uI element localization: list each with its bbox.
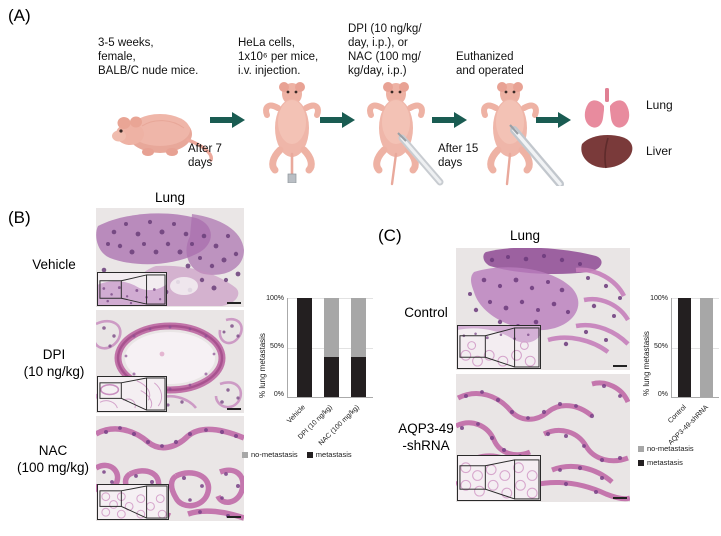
chart-b-bar-dpi [324,298,339,397]
chart-c-bar-control [678,298,691,397]
panel-b: (B) Lung Vehicle DPI (10 ng/kg) NAC (100… [0,190,380,536]
panel-b-column-header: Lung [154,190,186,205]
panel-b-inset-dpi [97,376,167,412]
flow-arrow-3 [432,111,468,129]
chart-b-ytick-100: 100% [266,295,284,302]
panel-c-micrograph-control [456,248,630,370]
scale-bar [227,408,241,410]
segment-metastasis [678,298,691,397]
panel-b-micrograph-vehicle [96,208,244,307]
panel-b-micrograph-dpi [96,310,244,413]
chart-b-bar-vehicle [297,298,312,397]
panel-a-step-caption-cells: HeLa cells, 1x10⁶ per mice, i.v. injecti… [238,37,319,77]
legend-label-no-metastasis: no-metastasis [251,450,298,459]
panel-c-row-label-shrna: AQP3-49 -shRNA [398,421,454,453]
legend-item-no-metastasis: no-metastasis [242,450,298,459]
chart-c: % lung metastasis 100% 50% 0% Control AQ… [630,286,721,486]
mouse-supine-dissection-illustration [476,78,566,188]
panel-b-row-label-dpi: DPI (10 ng/kg) [23,347,85,379]
chart-c-legend: no-metastasis metastasis [638,444,701,472]
legend-label-metastasis: metastasis [647,458,683,467]
panel-a-step-caption-endpoint: Euthanized and operated [456,51,524,77]
flow-arrow-2 [320,111,356,129]
panel-b-letter: (B) [8,208,31,227]
chart-b: % lung metastasis 100% 50% 0% [242,286,378,486]
panel-a-timepoint-2: After 15 days [438,143,479,169]
scale-bar [613,365,627,367]
legend-item-metastasis: metastasis [638,458,694,467]
panel-b-row-label-vehicle: Vehicle [32,257,76,272]
chart-c-ytick-50: 50% [653,343,668,350]
chart-c-bar-shrna [700,298,713,397]
segment-no-metastasis [700,298,713,397]
gridline-100 [672,298,719,299]
panel-c: (C) Lung Control AQP3-49 -shRNA [378,222,721,536]
panel-c-column-header: Lung [509,228,541,243]
panel-c-inset-control [457,325,541,369]
mouse-side-illustration [108,100,213,170]
chart-b-xtick-vehicle: Vehicle [286,404,307,425]
mouse-supine-ip-illustration [362,78,448,186]
panel-a-step-caption-animals: 3-5 weeks, female, BALB/C nude mice. [98,37,199,77]
chart-c-ytick-0: 0% [657,391,668,398]
chart-b-legend: no-metastasis metastasis [242,450,359,460]
scale-bar [227,302,241,304]
legend-label-no-metastasis: no-metastasis [647,444,694,453]
chart-c-xtick-shrna: AQP3-49-shRNA [667,404,710,447]
segment-metastasis [351,357,366,397]
panel-b-micrograph-nac [96,416,244,521]
panel-c-letter: (C) [378,226,402,245]
chart-c-ytick-100: 100% [650,295,668,302]
panel-a-letter: (A) [8,6,31,25]
chart-b-ytick-0: 0% [273,391,284,398]
gridline-50 [672,348,719,349]
mouse-supine-injection-illustration [258,78,326,184]
legend-swatch-metastasis [306,451,313,458]
chart-c-plot-area [671,298,719,398]
lung-organ-label: Lung [646,98,673,112]
chart-b-bar-nac [351,298,366,397]
segment-metastasis [324,357,339,397]
legend-label-metastasis: metastasis [315,450,352,459]
chart-b-plot-area [287,298,373,398]
chart-b-ytick-50: 50% [269,343,284,350]
panel-b-inset-nac [97,484,169,520]
panel-b-inset-vehicle [97,272,167,306]
legend-item-metastasis: metastasis [306,450,352,459]
liver-organ-icon [578,132,636,172]
panel-c-micrograph-shrna [456,374,630,502]
legend-swatch-no-metastasis [242,451,248,458]
scale-bar [227,516,241,518]
flow-arrow-1 [210,111,246,129]
chart-c-ylabel: % lung metastasis [642,331,651,396]
panel-c-row-label-control: Control [404,305,448,320]
scale-bar [613,497,627,499]
legend-swatch-no-metastasis [638,445,644,452]
panel-a-timepoint-1: After 7 days [188,143,222,169]
liver-organ-label: Liver [646,144,673,158]
legend-item-no-metastasis: no-metastasis [638,444,694,453]
panel-c-inset-shrna [457,455,541,501]
segment-no-metastasis [324,298,339,358]
segment-no-metastasis [351,298,366,358]
lung-organ-icon [580,86,634,130]
legend-swatch-metastasis [638,459,644,466]
segment-metastasis [297,298,312,397]
panel-a-step-caption-drug: DPI (10 ng/kg/ day, i.p.), or NAC (100 m… [348,23,422,77]
panel-a: (A) 3-5 weeks, female, BALB/C nude mice.… [0,0,721,190]
panel-b-row-label-nac: NAC (100 mg/kg) [16,443,90,475]
flow-arrow-4 [536,111,572,129]
